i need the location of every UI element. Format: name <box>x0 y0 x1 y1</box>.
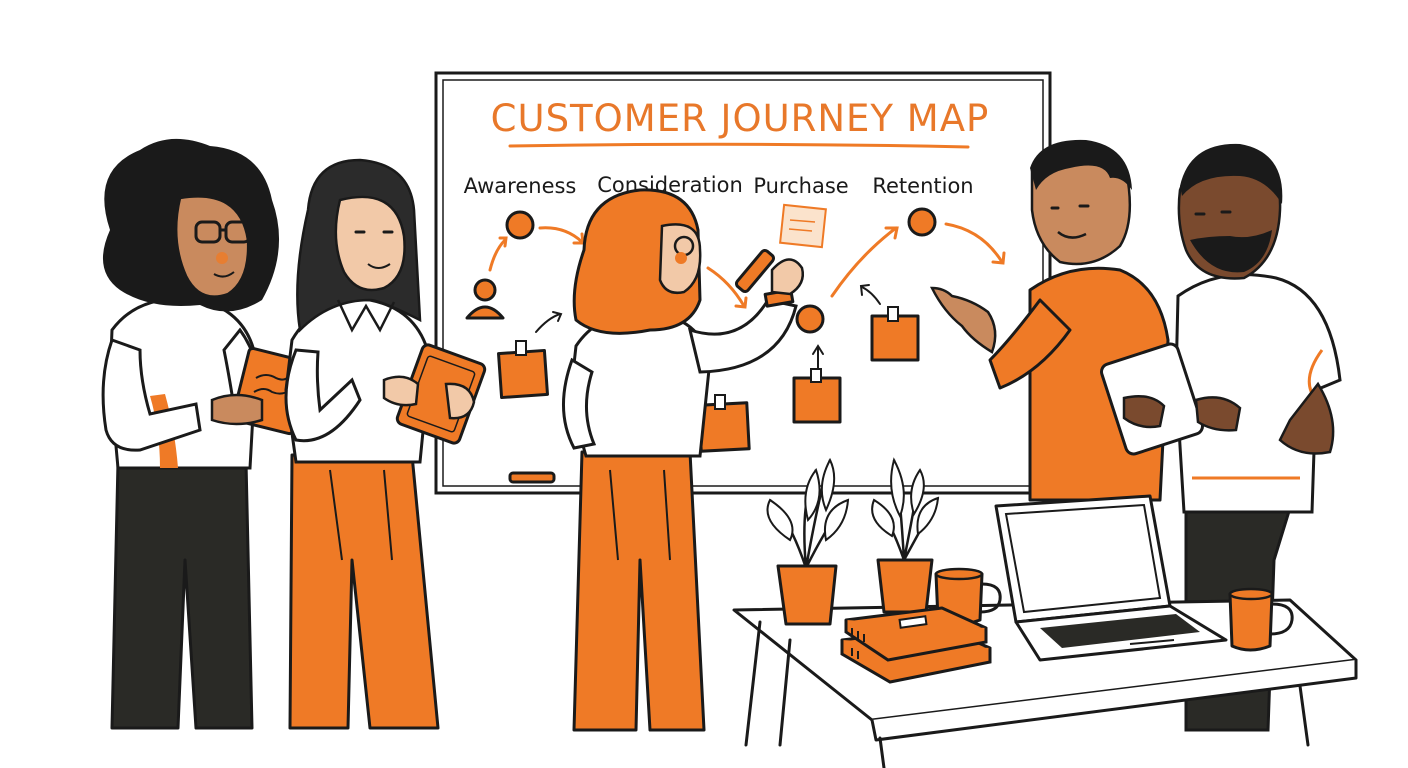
marker-icon <box>734 249 776 293</box>
stage-label-purchase: Purchase <box>753 174 848 198</box>
sticky-note-icon <box>497 340 549 400</box>
title-underline <box>508 142 970 149</box>
person-writing <box>562 188 804 732</box>
node-awareness <box>505 210 535 240</box>
sticky-note-icon <box>779 203 827 249</box>
plant-icon <box>766 457 850 626</box>
node-purchase <box>795 304 825 334</box>
journey-arrows <box>488 222 1006 309</box>
note-arrows <box>535 284 881 371</box>
sticky-note-icon <box>870 306 920 362</box>
person-curly-hair <box>101 138 311 730</box>
mug-icon <box>1228 587 1294 652</box>
journey-nodes <box>505 207 937 334</box>
sticky-note-icon <box>697 394 751 453</box>
sticky-notes <box>497 203 920 453</box>
person-pointing <box>929 139 1170 502</box>
notebook-icon <box>840 606 992 684</box>
stage-label-retention: Retention <box>872 174 973 198</box>
sticky-note-icon <box>792 368 842 424</box>
person-icon <box>465 278 505 320</box>
whiteboard-title: CUSTOMER JOURNEY MAP <box>491 97 990 140</box>
stage-label-awareness: Awareness <box>464 174 577 198</box>
marker-tray <box>508 471 556 484</box>
laptop-icon <box>994 494 1228 662</box>
node-retention <box>907 207 937 237</box>
person-long-hair <box>284 158 487 730</box>
